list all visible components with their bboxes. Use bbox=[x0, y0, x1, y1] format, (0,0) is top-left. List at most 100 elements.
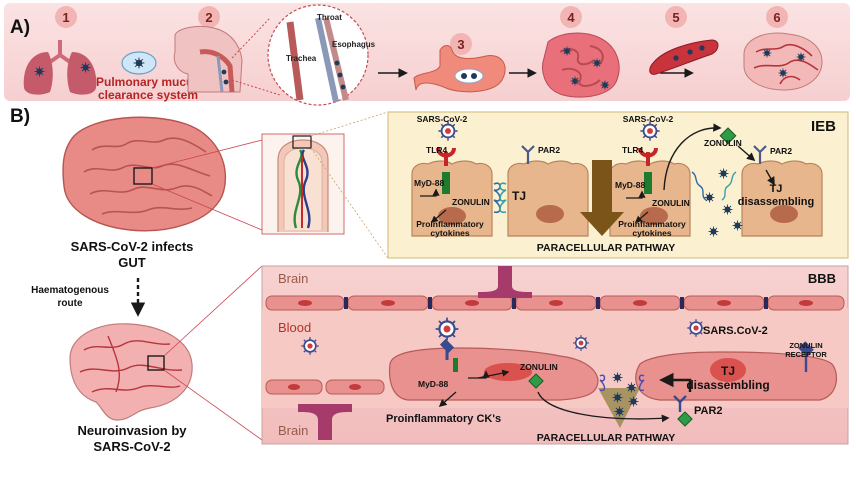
bbb-zonulin-diamond bbox=[528, 373, 544, 389]
villus-zoom-line-top bbox=[310, 111, 389, 137]
lungs-icon bbox=[23, 40, 97, 95]
bbb-pathway-label: PARACELLULAR PATHWAY bbox=[537, 432, 675, 444]
gut-zoom-line-top bbox=[151, 139, 263, 169]
brain-zoom-box bbox=[147, 355, 165, 371]
step-badge-4 bbox=[560, 6, 582, 28]
bbb-sars-label: SARS.CoV-2 bbox=[703, 325, 768, 337]
ieb-zonulin-label-top: ZONULIN bbox=[704, 138, 742, 148]
neuro-caption-line2: SARS-CoV-2 bbox=[93, 439, 170, 454]
mucus-label-line1: Pulmonary mucus bbox=[96, 75, 200, 89]
tlr4-receptor-left bbox=[436, 147, 456, 194]
ieb-cell-3 bbox=[609, 160, 691, 237]
bbb-sars-virus-icon bbox=[434, 316, 460, 342]
mucus-icon bbox=[121, 51, 157, 75]
panel-a-label: A) bbox=[10, 17, 30, 38]
step-badge-1 bbox=[55, 6, 77, 28]
route-label-line2: route bbox=[58, 298, 83, 309]
ieb-cytokines-right-line2: cytokines bbox=[632, 228, 671, 238]
bbb-cytokine-arrow bbox=[438, 391, 457, 408]
myd88-signal-arrow-left bbox=[420, 188, 440, 197]
bbb-zonulin-label: ZONULIN bbox=[520, 362, 558, 372]
ieb-cytokines-left-line2: cytokines bbox=[430, 228, 469, 238]
neuro-brain-icon bbox=[69, 323, 193, 421]
tlr4-receptor-right bbox=[638, 147, 658, 194]
step-number-1: 1 bbox=[62, 10, 69, 25]
villus-zoom bbox=[261, 133, 345, 235]
bbb-free-virus-1 bbox=[300, 336, 320, 356]
cytokine-arrow-left bbox=[430, 209, 447, 223]
cytokine-arrow-right bbox=[634, 211, 649, 223]
panel-a: A) 1 2 3 4 5 6 Pulmon bbox=[4, 3, 850, 106]
bbb-panel: BBB Brain Blood Brain bbox=[261, 265, 849, 445]
ieb-tlr4-label-right: TLR4 bbox=[622, 145, 644, 155]
zonulin-diamond-top bbox=[719, 127, 737, 145]
step-number-4: 4 bbox=[567, 10, 575, 25]
gut-intestine-icon bbox=[62, 116, 227, 232]
bbb-par2-receptor bbox=[673, 395, 687, 412]
gut-zoom-line-bottom bbox=[151, 183, 263, 231]
ieb-sars-label-left: SARS-CoV-2 bbox=[417, 114, 468, 124]
throat-zoom bbox=[267, 4, 369, 106]
par2-receptor-right bbox=[753, 145, 767, 164]
ieb-zonulin-label-left: ZONULIN bbox=[452, 197, 490, 207]
step-number-3: 3 bbox=[457, 37, 464, 52]
tj-disassembled-left bbox=[691, 171, 707, 201]
ieb-pathway-label: PARACELLULAR PATHWAY bbox=[537, 242, 675, 254]
step-badge-2 bbox=[198, 6, 220, 28]
sars-virus-icon-right bbox=[639, 120, 661, 142]
bbb-zonulin-receptor-line2: RECEPTOR bbox=[785, 350, 827, 359]
zonulin-to-par2-arrow bbox=[737, 145, 756, 162]
gut-caption-line2: GUT bbox=[118, 255, 146, 270]
throat-label: Throat bbox=[317, 13, 342, 22]
trachea-label: Trachea bbox=[286, 54, 317, 63]
brain-icon bbox=[743, 32, 823, 91]
stomach-icon bbox=[413, 45, 506, 93]
ieb-cell-4 bbox=[741, 160, 823, 237]
bbb-par2-label: PAR2 bbox=[694, 405, 723, 417]
zonulin-release-arrow bbox=[663, 123, 722, 191]
ieb-tj-dis-line1: TJ bbox=[770, 183, 783, 195]
step-number-6: 6 bbox=[773, 10, 780, 25]
tj-disassembled-right bbox=[721, 171, 737, 201]
step-number-5: 5 bbox=[672, 10, 679, 25]
bbb-pro-ck-label: Proinflammatory CK's bbox=[386, 413, 501, 425]
paracellular-arrow-ieb bbox=[580, 160, 624, 236]
step-badge-3 bbox=[450, 33, 472, 55]
step-badges: 1 2 3 4 5 6 bbox=[55, 6, 788, 55]
gut-caption-line1: SARS-CoV-2 infects bbox=[71, 239, 194, 254]
ieb-tj-dis-line2: disassembling bbox=[738, 196, 814, 208]
astrocyte-foot-bottom bbox=[298, 404, 352, 440]
intestine-icon bbox=[542, 32, 620, 98]
paracellular-arrow-bbb bbox=[598, 388, 640, 428]
head-profile-icon bbox=[173, 25, 243, 93]
ieb-nucleus-3 bbox=[640, 207, 668, 225]
step-badge-5 bbox=[665, 6, 687, 28]
astrocyte-foot-top bbox=[478, 266, 532, 298]
ieb-title: IEB bbox=[811, 118, 836, 135]
ieb-cytokines-left-line1: Proinflammatory bbox=[416, 219, 484, 229]
brain-zoom-line-bottom bbox=[163, 369, 263, 441]
bbb-nucleus-right bbox=[710, 358, 746, 382]
step-number-2: 2 bbox=[205, 10, 212, 25]
panel-b: B) SARS-CoV-2 infects GUT Haematogenous … bbox=[10, 106, 263, 454]
bbb-zonulin-diamond-par2 bbox=[677, 411, 693, 427]
bbb-free-virus-2 bbox=[572, 334, 590, 352]
bbb-zonulin-to-par2-arrow bbox=[537, 391, 670, 423]
ieb-myd88-label-left: MyD-88 bbox=[414, 178, 445, 188]
bbb-brain-top-label: Brain bbox=[278, 271, 308, 286]
bbb-tj-label: TJ bbox=[721, 364, 735, 378]
par2-receptor-left bbox=[521, 145, 535, 164]
bbb-myd88-bar bbox=[453, 358, 458, 372]
ieb-par2-label-right: PAR2 bbox=[770, 146, 792, 156]
myd88-signal-arrow-right bbox=[626, 190, 646, 199]
sars-virus-icon-left bbox=[437, 120, 459, 142]
ieb-zonulin-label-right: ZONULIN bbox=[652, 198, 690, 208]
panel-b-label: B) bbox=[10, 106, 30, 127]
ieb-tlr4-label-left: TLR4 bbox=[426, 145, 448, 155]
ieb-panel: IEB bbox=[387, 111, 849, 259]
gut-zoom-box bbox=[133, 167, 153, 185]
bbb-brain-bottom-label: Brain bbox=[278, 423, 308, 438]
esophagus-label: Esophagus bbox=[332, 40, 376, 49]
mucus-label-line2: clearance system bbox=[98, 88, 198, 102]
